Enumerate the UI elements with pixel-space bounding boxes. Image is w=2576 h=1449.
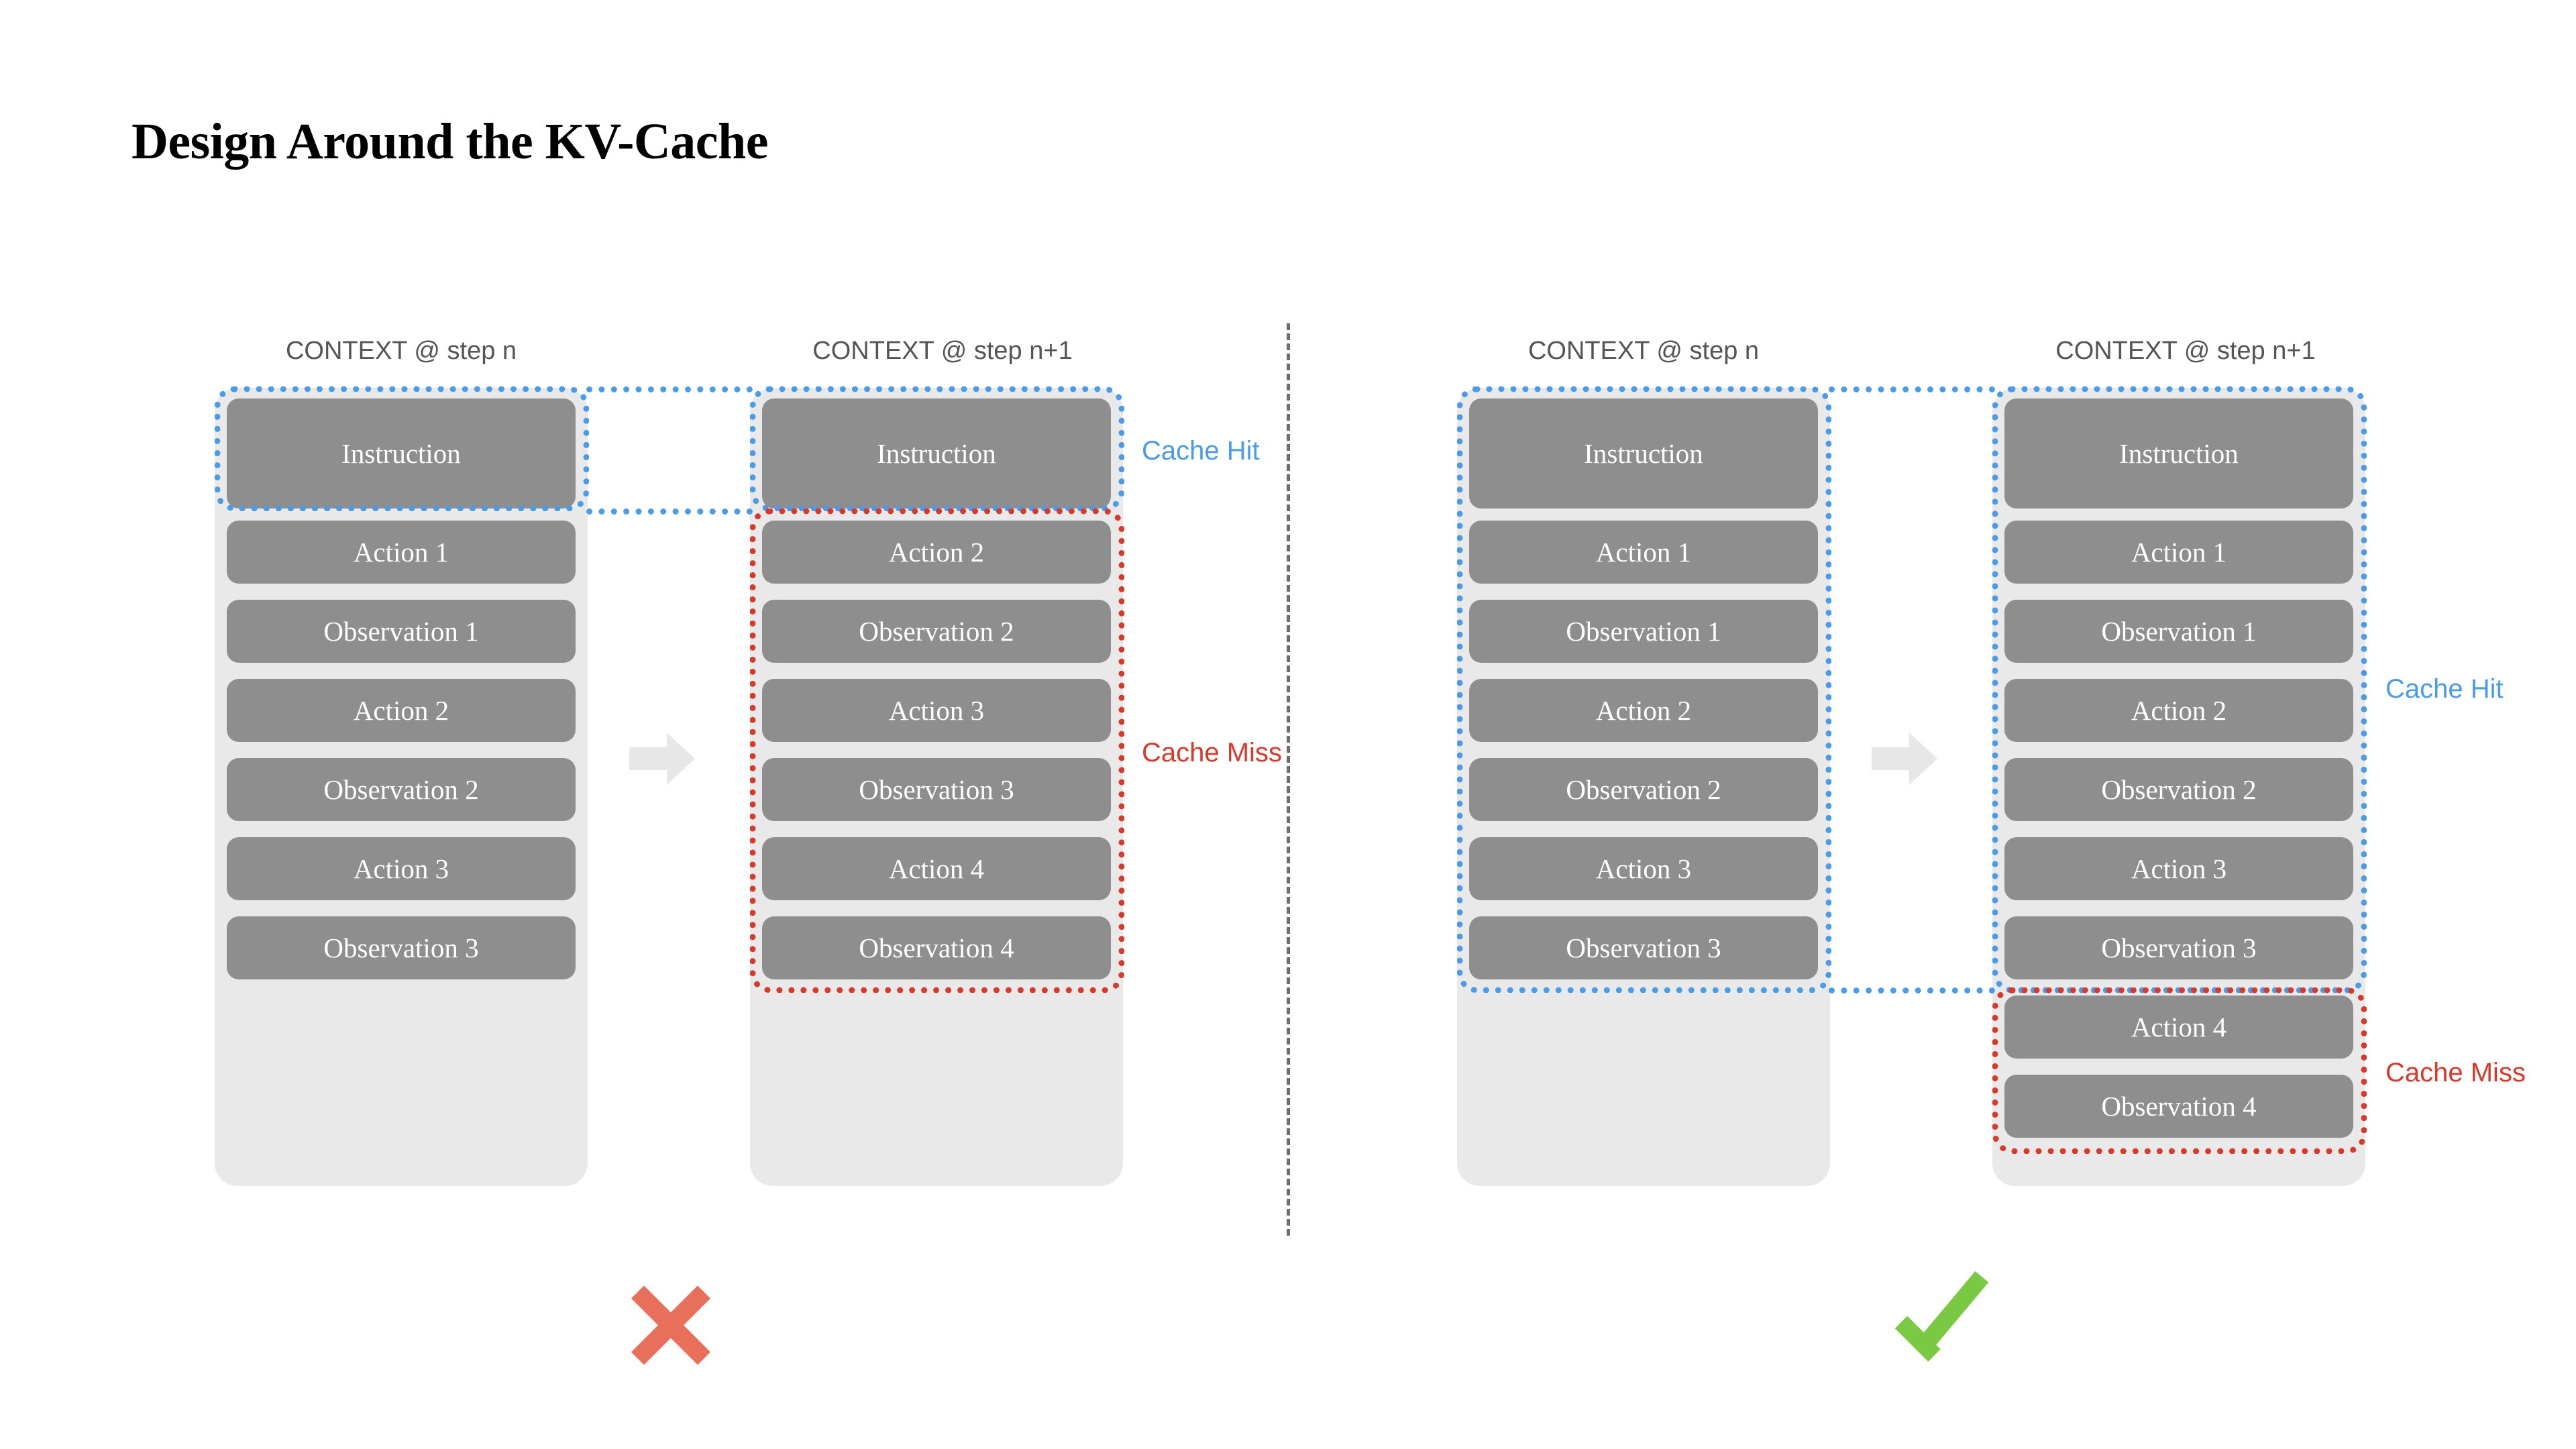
chunk-action-4[interactable]: Action 4 (762, 837, 1111, 900)
chunk-action-3[interactable]: Action 3 (227, 837, 576, 900)
check-mark-icon (1894, 1271, 1998, 1362)
chunk-action-3[interactable]: Action 3 (762, 679, 1111, 742)
chunk-observation-3[interactable]: Observation 3 (762, 758, 1111, 821)
cache-hit-connector-bottom (586, 508, 753, 515)
cache-hit-connector-top (1829, 386, 1995, 392)
chunk-observation-3[interactable]: Observation 3 (1469, 916, 1818, 979)
chunk-observation-3[interactable]: Observation 3 (2004, 916, 2353, 979)
chunk-instruction[interactable]: Instruction (2004, 398, 2353, 508)
chunk-observation-1[interactable]: Observation 1 (1469, 600, 1818, 663)
column-header-step-n: CONTEXT @ step n (285, 337, 517, 365)
chunk-observation-4[interactable]: Observation 4 (762, 916, 1111, 979)
chunk-action-2[interactable]: Action 2 (2004, 679, 2353, 742)
chunk-observation-3[interactable]: Observation 3 (227, 916, 576, 979)
chunk-action-1[interactable]: Action 1 (1469, 521, 1818, 584)
chunk-observation-2[interactable]: Observation 2 (2004, 758, 2353, 821)
chunk-observation-2[interactable]: Observation 2 (1469, 758, 1818, 821)
chunk-action-4[interactable]: Action 4 (2004, 996, 2353, 1059)
chunk-instruction[interactable]: Instruction (762, 398, 1111, 508)
chunk-action-1[interactable]: Action 1 (227, 521, 576, 584)
chunk-action-2[interactable]: Action 2 (1469, 679, 1818, 742)
cross-mark-icon (631, 1285, 711, 1365)
chunk-action-2[interactable]: Action 2 (762, 521, 1111, 584)
chunk-observation-4[interactable]: Observation 4 (2004, 1075, 2353, 1138)
right-arrow-icon (1872, 733, 1939, 785)
chunk-observation-1[interactable]: Observation 1 (2004, 600, 2353, 663)
chunk-action-1[interactable]: Action 1 (2004, 521, 2353, 584)
cache-hit-label: Cache Hit (2385, 674, 2504, 704)
cache-hit-connector-top (586, 386, 753, 392)
column-header-step-n: CONTEXT @ step n (1527, 337, 1760, 365)
column-header-step-n1: CONTEXT @ step n+1 (2055, 337, 2316, 365)
chunk-action-2[interactable]: Action 2 (227, 679, 576, 742)
chunk-action-3[interactable]: Action 3 (1469, 837, 1818, 900)
cache-hit-connector-bottom (1829, 987, 1995, 994)
chunk-observation-2[interactable]: Observation 2 (762, 600, 1111, 663)
chunk-observation-1[interactable]: Observation 1 (227, 600, 576, 663)
center-divider (1287, 323, 1290, 1236)
cache-miss-label: Cache Miss (2385, 1058, 2526, 1087)
cache-miss-label: Cache Miss (1142, 738, 1282, 767)
cache-hit-label: Cache Hit (1142, 436, 1260, 466)
right-arrow-icon (629, 733, 696, 785)
chunk-observation-2[interactable]: Observation 2 (227, 758, 576, 821)
chunk-action-3[interactable]: Action 3 (2004, 837, 2353, 900)
page-title: Design Around the KV-Cache (131, 113, 769, 170)
chunk-instruction[interactable]: Instruction (1469, 398, 1818, 508)
column-header-step-n1: CONTEXT @ step n+1 (812, 337, 1073, 365)
chunk-instruction[interactable]: Instruction (227, 398, 576, 508)
